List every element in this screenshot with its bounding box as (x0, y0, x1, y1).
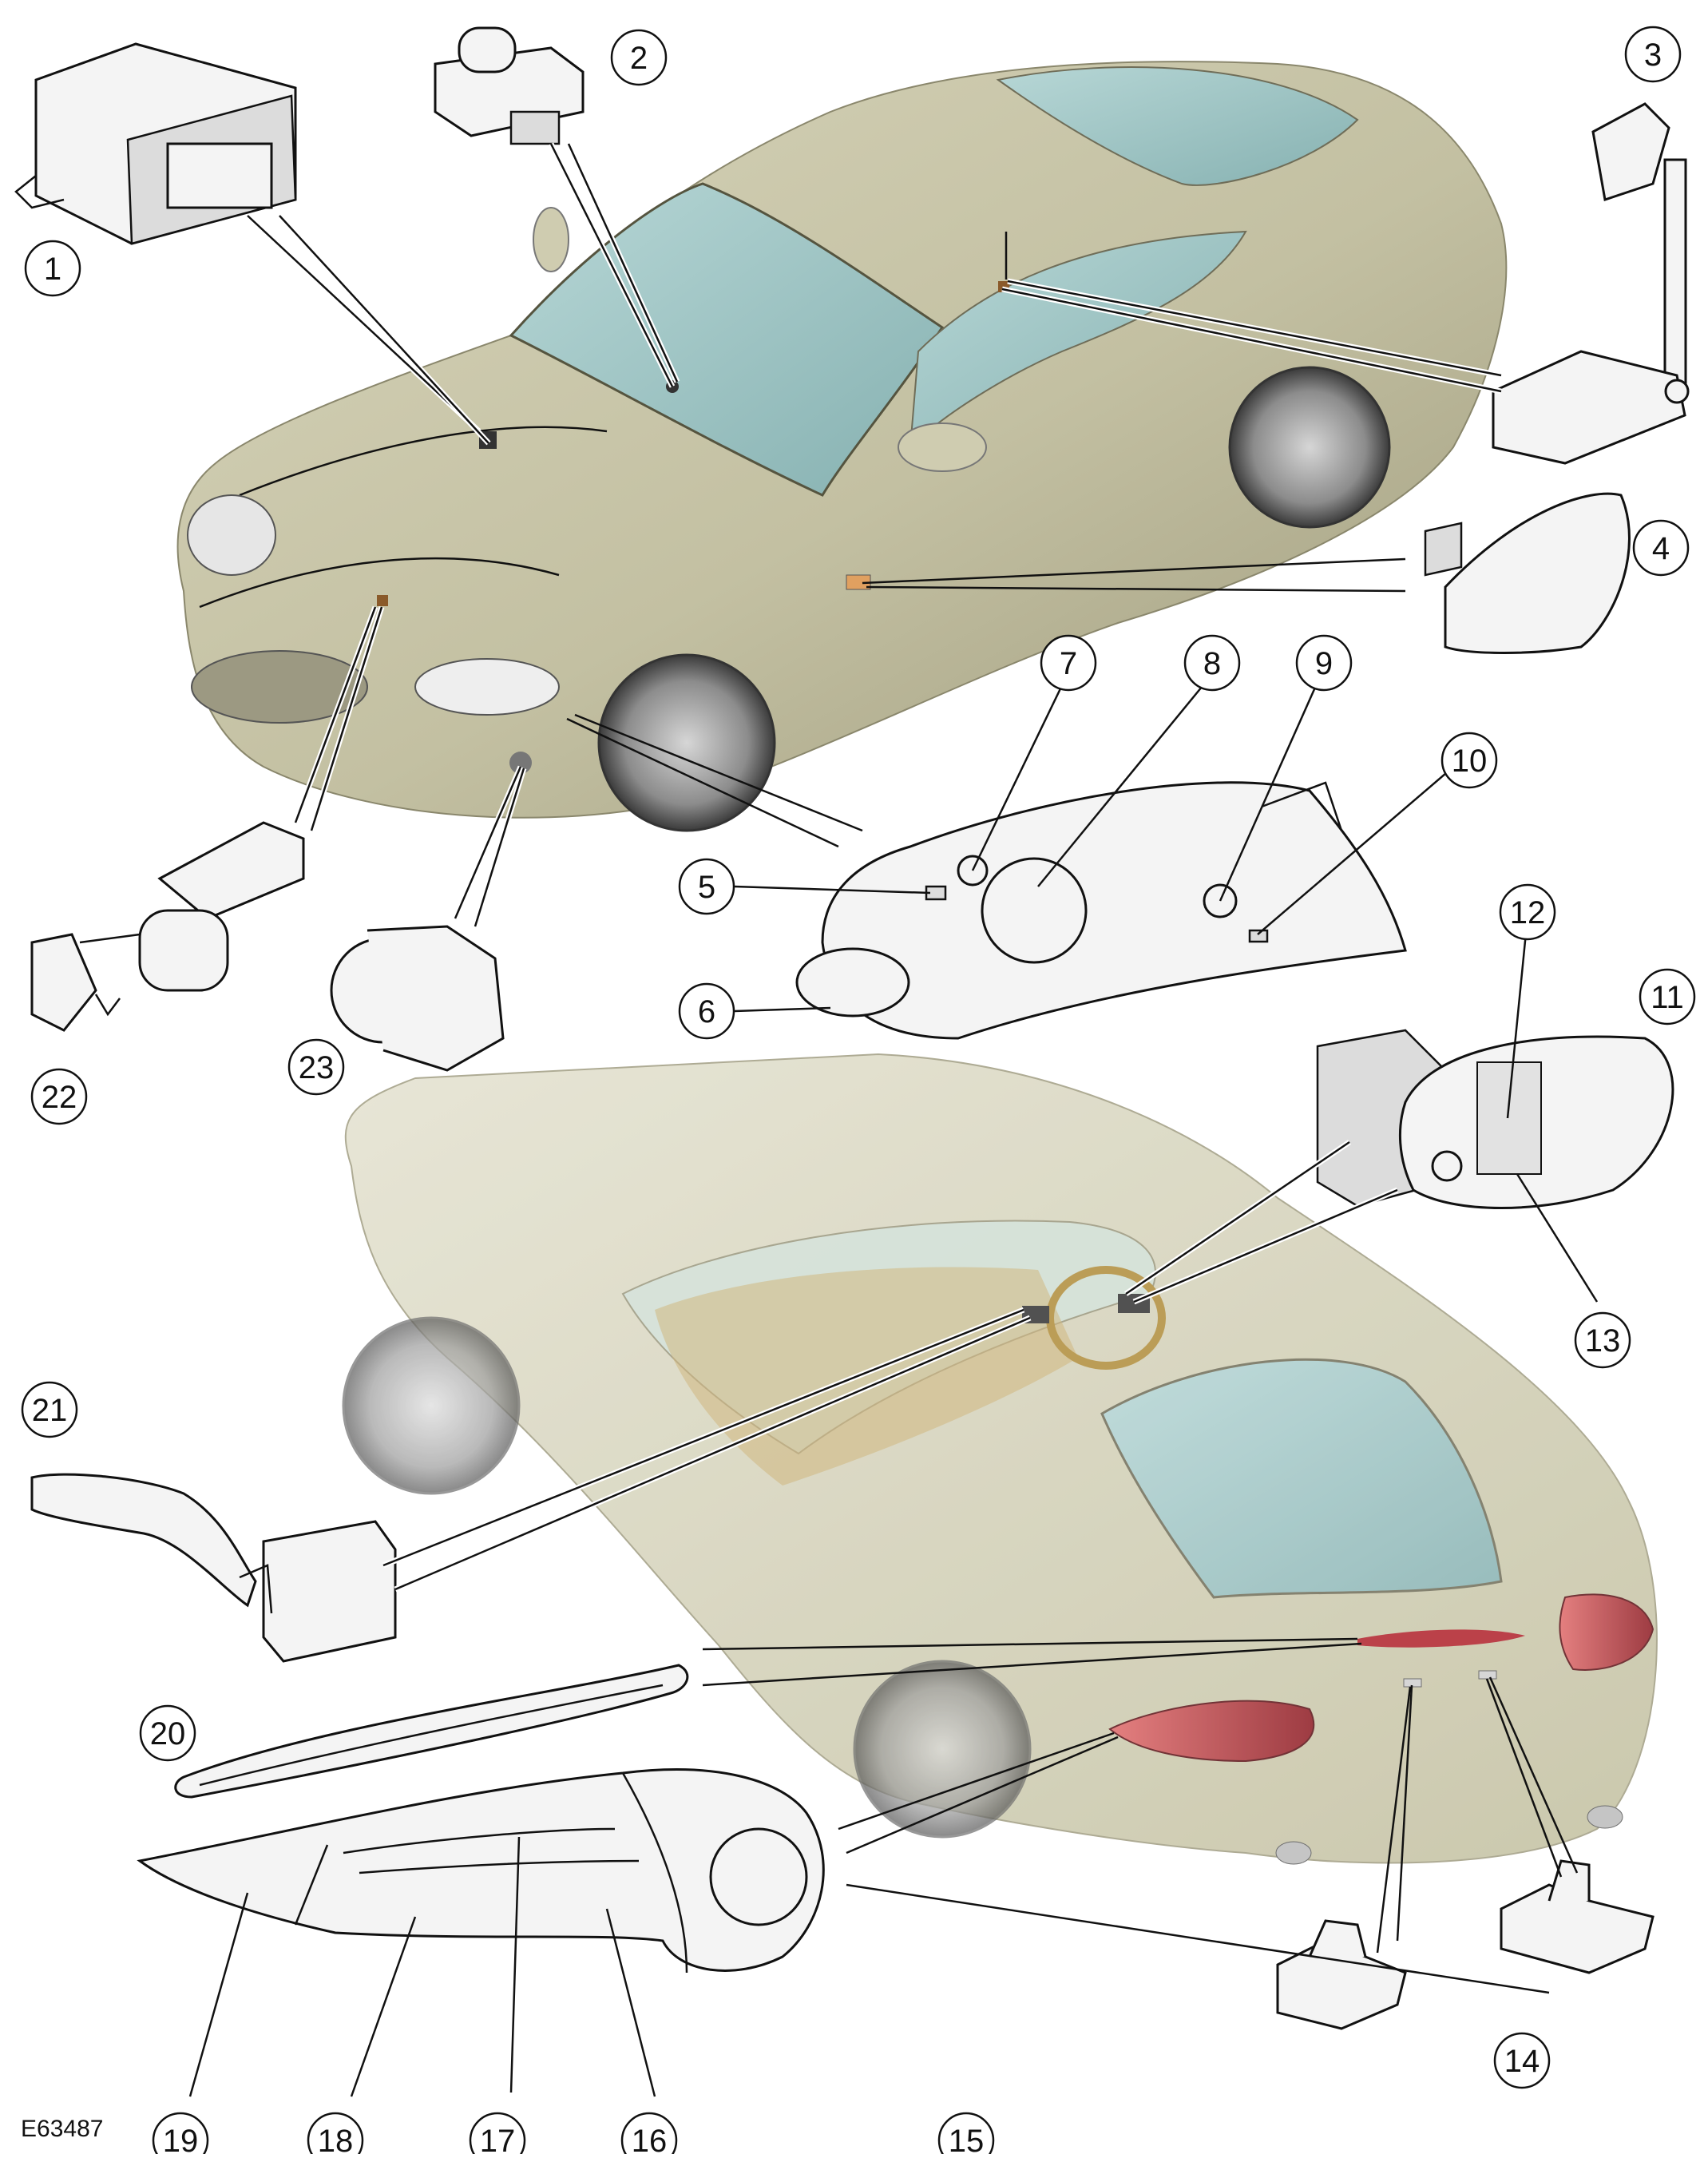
callout-circle (937, 2112, 995, 2158)
callout-number: 2 (630, 41, 648, 76)
callout-circle (21, 1381, 78, 1438)
callout-13: 13 (1574, 1311, 1631, 1369)
callout-number: 9 (1315, 646, 1333, 681)
callout-number: 19 (163, 2124, 199, 2154)
callout-4: 4 (1632, 519, 1690, 577)
callout-circle (287, 1038, 345, 1096)
callout-number: 18 (318, 2124, 354, 2154)
callout-circle (1183, 634, 1241, 692)
callout-circle (1632, 519, 1690, 577)
callout-number: 7 (1060, 646, 1077, 681)
callout-8: 8 (1183, 634, 1241, 692)
callout-number: 11 (1651, 980, 1684, 1015)
leader-lines (188, 142, 1599, 2097)
callout-circle (1574, 1311, 1631, 1369)
callout-14: 14 (1493, 2032, 1551, 2089)
component-14-license-lamps (1276, 1859, 1655, 2030)
callout-circle (1441, 732, 1498, 789)
callout-number: 20 (150, 1716, 186, 1751)
callout-number: 10 (1452, 744, 1488, 779)
component-11-interior-lamp (1316, 1029, 1674, 1209)
callout-number: 17 (480, 2124, 516, 2154)
callout-number: 4 (1652, 531, 1670, 566)
callout-number: 15 (949, 2124, 985, 2154)
callout-number: 14 (1504, 2044, 1540, 2079)
callout-circle (24, 240, 81, 297)
callout-circle (1639, 968, 1696, 1025)
callout-23: 23 (287, 1038, 345, 1096)
callout-22: 22 (30, 1068, 88, 1125)
callout-3: 3 (1624, 26, 1682, 83)
callout-circle (469, 2112, 526, 2158)
component-22-levelling-sensor-front (30, 821, 305, 1032)
component-rear-lamp-assembly (137, 1768, 825, 1974)
callout-number: 5 (698, 870, 715, 905)
front-car-illustration (176, 61, 1508, 832)
component-20-high-mount-stop-lamp (174, 1664, 689, 1799)
callout-1: 1 (24, 240, 81, 297)
callout-circle (139, 1704, 196, 1762)
callout-16: 16 (620, 2112, 678, 2158)
callout-number: 21 (32, 1393, 68, 1428)
callout-number: 23 (299, 1050, 335, 1085)
callout-number: 3 (1644, 38, 1662, 73)
component-2-light-sensor (434, 26, 585, 145)
callout-number: 12 (1510, 895, 1546, 930)
callout-circle (610, 29, 668, 86)
callout-circle (1493, 2032, 1551, 2089)
callout-7: 7 (1040, 634, 1097, 692)
callout-circle (1499, 883, 1556, 941)
callout-circle (678, 858, 735, 915)
callout-18: 18 (307, 2112, 364, 2158)
callout-number: 8 (1203, 646, 1221, 681)
component-23-fog-lamp (330, 925, 505, 1072)
component-21-lighting-switch (30, 1473, 397, 1663)
callout-circle (152, 2112, 209, 2158)
callout-5: 5 (678, 858, 735, 915)
figure-code-label: E63487 (21, 2116, 103, 2142)
callout-15: 15 (937, 2112, 995, 2158)
callout-circle (678, 982, 735, 1040)
callout-circle (620, 2112, 678, 2158)
rear-car-illustration (342, 1053, 1658, 1865)
component-3-levelling-sensor-rear (1492, 102, 1690, 465)
callout-11: 11 (1639, 968, 1696, 1025)
callout-21: 21 (21, 1381, 78, 1438)
callout-number: 6 (698, 994, 715, 1029)
callout-10: 10 (1441, 732, 1498, 789)
callout-17: 17 (469, 2112, 526, 2158)
callout-19: 19 (152, 2112, 209, 2158)
callout-20: 20 (139, 1704, 196, 1762)
component-4-side-repeater (1424, 492, 1631, 654)
callout-circle (1295, 634, 1353, 692)
callout-9: 9 (1295, 634, 1353, 692)
callout-number: 1 (44, 252, 61, 287)
callout-circle (307, 2112, 364, 2158)
callout-6: 6 (678, 982, 735, 1040)
callout-12: 12 (1499, 883, 1556, 941)
callout-circle (1624, 26, 1682, 83)
component-1-control-module (14, 42, 297, 245)
callout-2: 2 (610, 29, 668, 86)
callout-circle (30, 1068, 88, 1125)
callout-number: 16 (632, 2124, 668, 2154)
callout-circle (1040, 634, 1097, 692)
callout-number: 13 (1585, 1323, 1621, 1359)
component-headlamp-assembly (795, 781, 1407, 1040)
callout-number: 22 (42, 1080, 77, 1115)
